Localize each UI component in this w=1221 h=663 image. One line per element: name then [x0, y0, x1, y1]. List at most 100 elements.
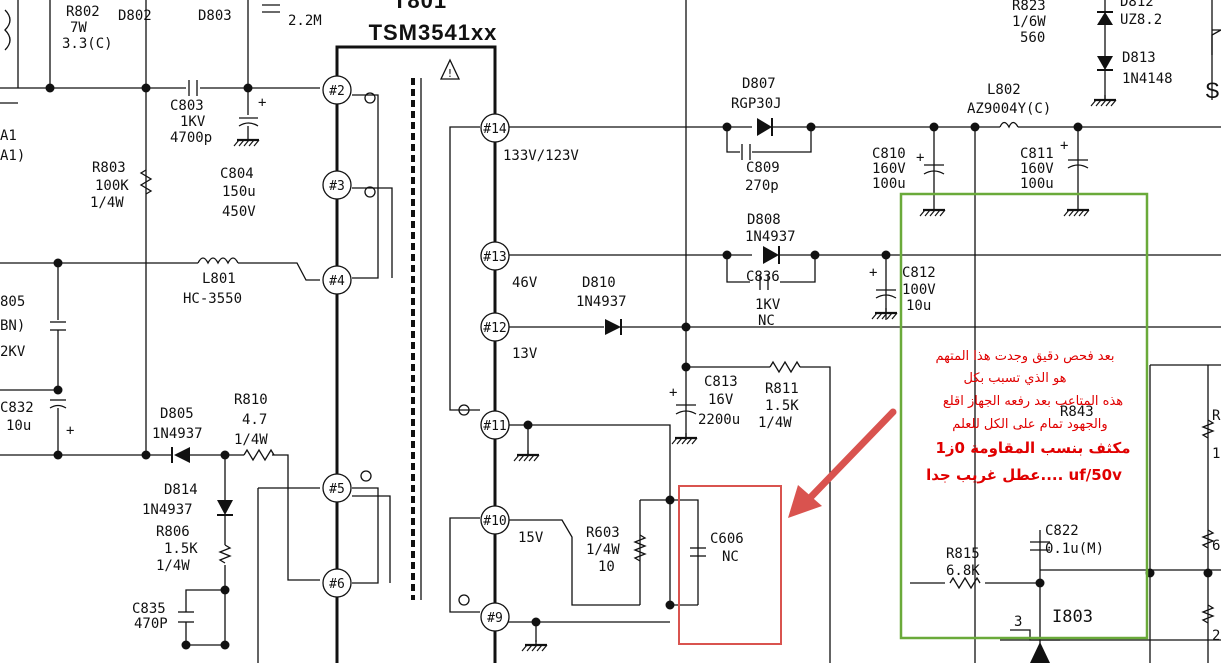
transformer-ref: T801	[393, 0, 447, 13]
c804-symbol: +	[232, 95, 266, 148]
r802-ref: R802	[66, 4, 100, 20]
r811-l2: 1/4W	[758, 415, 792, 431]
d802-ref: D802	[118, 8, 152, 24]
c813-l2: 2200u	[698, 412, 740, 428]
r806-l1: 1.5K	[164, 541, 198, 557]
top-cap-value: 2.2M	[288, 13, 322, 29]
edge-r-l1: R	[1212, 408, 1221, 424]
r815-l1: 6.8K	[946, 563, 980, 579]
r810-l2: 1/4W	[234, 432, 268, 448]
note-line-5: مكثف بنسب المقاومة 0ز1	[935, 439, 1130, 457]
c804-l2: 450V	[222, 204, 256, 220]
c835-ref: C835	[132, 601, 166, 617]
c810-ref: C810	[872, 146, 906, 162]
left-805-l3: 2KV	[0, 344, 26, 360]
component-labels: R802 7W 3.3(C) D802 D803 2.2M R823 1/6W …	[0, 0, 1221, 644]
svg-text:+: +	[66, 423, 74, 439]
note-line-1: بعد فحص دقيق وجدت هذا المتهم	[936, 349, 1115, 364]
c835-l1: 470P	[134, 616, 168, 632]
svg-text:#14: #14	[483, 122, 507, 137]
c822-ref: C822	[1045, 523, 1079, 539]
r603-l2: 10	[598, 559, 615, 575]
c832-ref: C832	[0, 400, 34, 416]
voltage-pin12: 13V	[512, 346, 538, 362]
left-a1-l1: A1	[0, 128, 17, 144]
svg-text:#5: #5	[329, 482, 345, 497]
left-805-l1: 805	[0, 294, 25, 310]
note-line-3: هذه المتاعب بعد رفعه الجهاز اقلع	[943, 394, 1123, 409]
svg-text:!: !	[448, 67, 452, 80]
output-voltages: 133V/123V 46V 13V 15V	[503, 148, 579, 546]
d810-ref: D810	[582, 275, 616, 291]
transformer-pins: #2 #3 #4 #5 #6 #14 #13 #12 #11 #10 #9	[322, 75, 510, 632]
l801-symbol	[197, 257, 239, 265]
pin-3: #3	[322, 170, 352, 200]
c803-l1: 1KV	[180, 114, 206, 130]
voltage-pin14: 133V/123V	[503, 148, 579, 164]
d813-ref: D813	[1122, 50, 1156, 66]
r810-l1: 4.7	[242, 412, 267, 428]
r815-ref: R815	[946, 546, 980, 562]
r810-ref: R810	[234, 392, 268, 408]
junction-dots	[45, 83, 1213, 650]
i803-pin: 3	[1014, 614, 1022, 630]
pin-4: #4	[322, 265, 352, 295]
l802-ref: L802	[987, 82, 1021, 98]
c810-l2: 100u	[872, 176, 906, 192]
c813-l1: 16V	[708, 392, 734, 408]
c803-l2: 4700p	[170, 130, 212, 146]
edge-r-l3: 6	[1212, 538, 1220, 554]
edge-s: S	[1205, 78, 1221, 103]
left-a1-l2: A1)	[0, 148, 25, 164]
c822-l1: 0.1u(M)	[1045, 541, 1104, 557]
d814-ref: D814	[164, 482, 198, 498]
svg-text:+: +	[1060, 138, 1068, 154]
l802-l1: AZ9004Y(C)	[967, 101, 1051, 117]
c606-ref: C606	[710, 531, 744, 547]
component-symbols: + + + + + +	[4, 4, 1221, 663]
c812-l1: 100V	[902, 282, 936, 298]
c606-l1: NC	[722, 549, 739, 565]
edge-r-l2: 10	[1212, 446, 1221, 462]
svg-text:#4: #4	[329, 274, 345, 289]
c836-l2: NC	[758, 313, 775, 329]
c836-ref: C836	[746, 269, 780, 285]
c606-symbol	[690, 547, 706, 557]
c811-l1: 160V	[1020, 161, 1054, 177]
r803-symbol	[139, 169, 153, 195]
svg-text:#9: #9	[487, 611, 503, 626]
left-805-l2: BN)	[0, 318, 25, 334]
note-line-6: عطل غريب جدا.... uf/50v	[926, 466, 1122, 484]
r803-l2: 1/4W	[90, 195, 124, 211]
pin-14: #14	[480, 113, 510, 143]
r823-l1: 1/6W	[1012, 14, 1046, 30]
transformer-model: TSM3541xx	[369, 20, 498, 45]
c810-l1: 160V	[872, 161, 906, 177]
note-line-4: والجهود تمام على الكل للعلم	[952, 417, 1107, 432]
d813-l1: 1N4148	[1122, 71, 1173, 87]
d807-l1: RGP30J	[731, 96, 782, 112]
svg-text:#11: #11	[483, 419, 506, 434]
r603-ref: R603	[586, 525, 620, 541]
c813-ref: C813	[704, 374, 738, 390]
pin-13: #13	[480, 241, 510, 271]
pin-6: #6	[322, 568, 352, 598]
c832-l1: 10u	[6, 418, 31, 434]
c804-l1: 150u	[222, 184, 256, 200]
r811-l1: 1.5K	[765, 398, 799, 414]
i803-ref: I803	[1052, 607, 1093, 627]
d803-ref: D803	[198, 8, 232, 24]
svg-text:#6: #6	[329, 577, 345, 592]
pin-2: #2	[322, 75, 352, 105]
c809-l1: 270p	[745, 178, 779, 194]
r806-symbol	[218, 544, 232, 564]
d814-l1: 1N4937	[142, 502, 193, 518]
d805-l1: 1N4937	[152, 426, 203, 442]
c811-l2: 100u	[1020, 176, 1054, 192]
r802-l1: 7W	[70, 20, 87, 36]
d808-l1: 1N4937	[745, 229, 796, 245]
r815-symbol	[949, 576, 981, 590]
d812-l1: UZ8.2	[1120, 12, 1162, 28]
c803-ref: C803	[170, 98, 204, 114]
